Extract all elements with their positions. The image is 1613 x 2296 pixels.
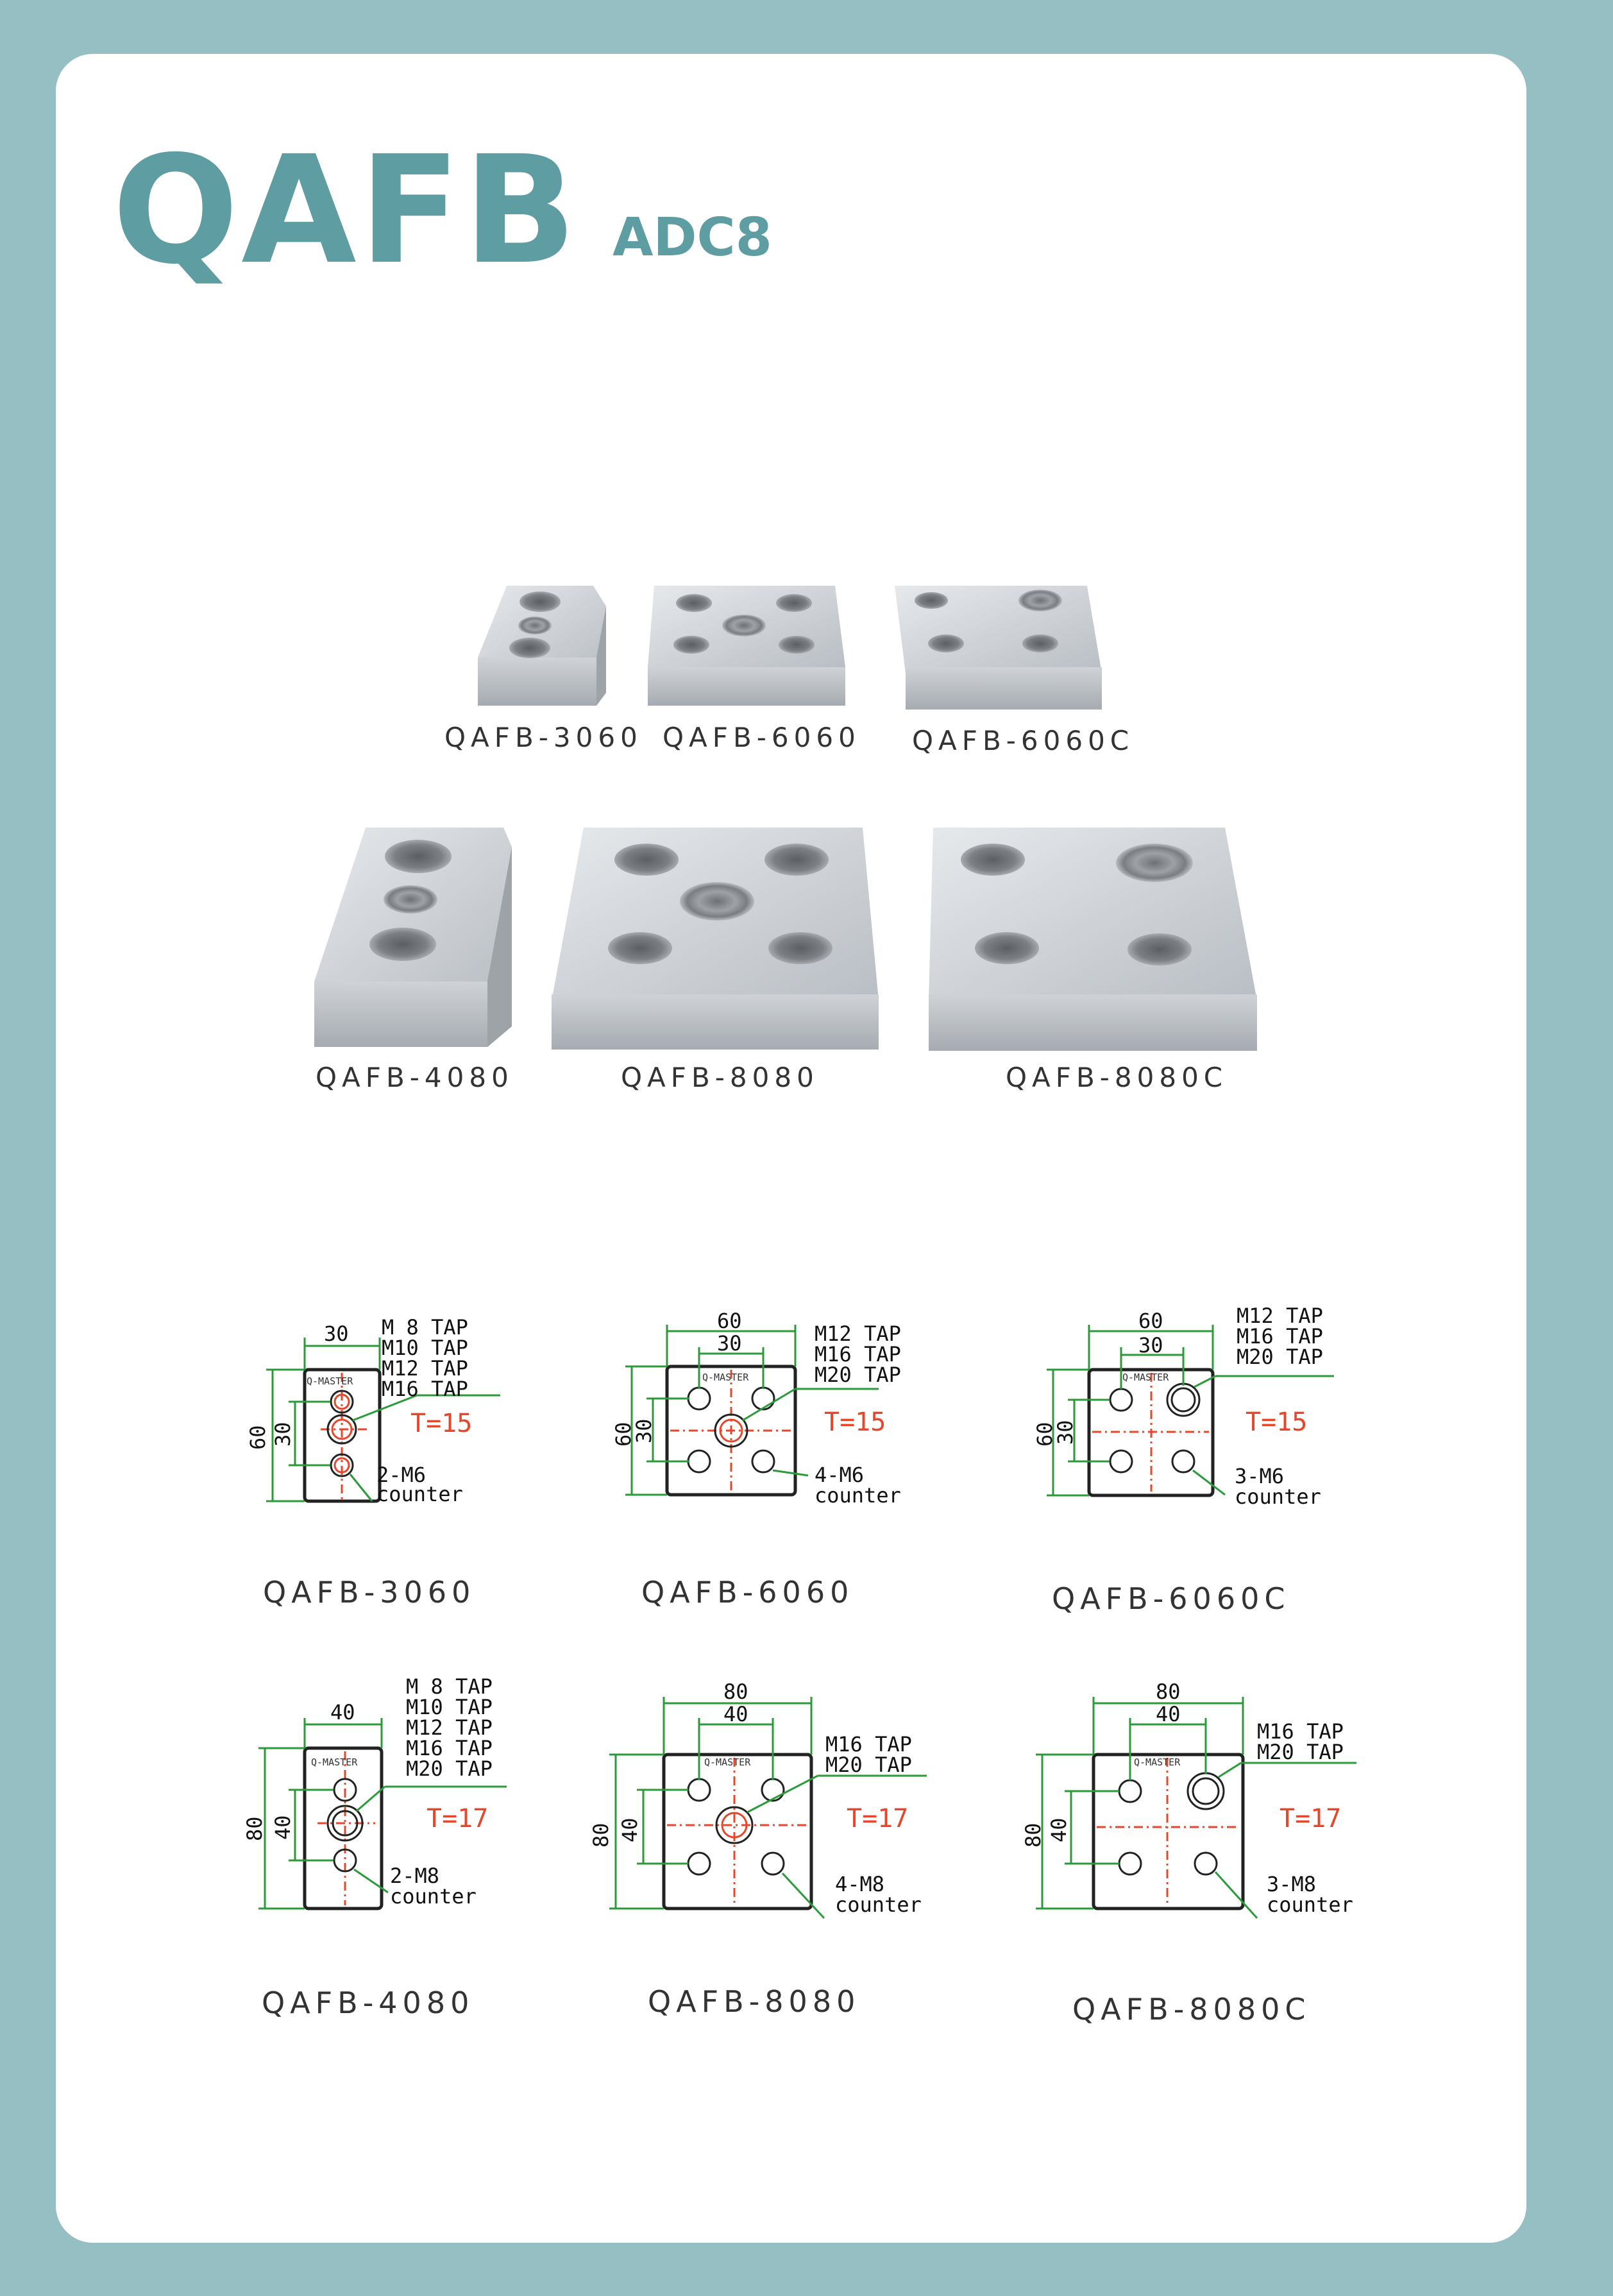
tap-label: M16 TAP	[825, 1732, 912, 1756]
thickness-label: T=17	[426, 1804, 488, 1833]
drawing-label-qafb-4080: QAFB-4080	[262, 1986, 475, 2020]
dim-height: 60	[1033, 1422, 1057, 1447]
photo-label-qafb-8080: QAFB-8080	[621, 1062, 819, 1093]
photo-label-qafb-4080: QAFB-4080	[316, 1062, 514, 1093]
tap-label: M20 TAP	[406, 1756, 493, 1781]
drawing-qafb-6060	[625, 1325, 879, 1497]
tap-label: M20 TAP	[825, 1753, 912, 1777]
tap-label: M10 TAP	[406, 1695, 493, 1719]
tap-label: M16 TAP	[382, 1377, 468, 1401]
drawing-qafb-4080	[258, 1718, 507, 1910]
tap-label: M16 TAP	[815, 1342, 901, 1366]
dim-inner: 30	[632, 1418, 656, 1443]
tap-label: M20 TAP	[815, 1363, 901, 1387]
counter-count: 4-M6	[815, 1463, 864, 1487]
dim-width: 30	[324, 1322, 349, 1346]
photo-label-qafb-6060c: QAFB-6060C	[912, 725, 1135, 756]
drawing-label-qafb-6060c: QAFB-6060C	[1052, 1581, 1290, 1616]
counter-word: counter	[1267, 1892, 1353, 1917]
drawing-label-qafb-8080: QAFB-8080	[648, 1984, 861, 2019]
thickness-label: T=15	[1246, 1407, 1307, 1437]
photo-qafb-3060	[478, 586, 606, 706]
counter-count: 2-M8	[390, 1864, 439, 1888]
tap-label: M12 TAP	[406, 1715, 493, 1740]
counter-word: counter	[390, 1884, 477, 1909]
brand-label: Q-MASTER	[702, 1372, 749, 1383]
dim-height: 60	[246, 1425, 270, 1450]
tap-label: M16 TAP	[1257, 1719, 1344, 1744]
thickness-label: T=17	[1279, 1804, 1341, 1833]
drawing-qafb-8080c	[1036, 1697, 1356, 1919]
tap-label: M16 TAP	[406, 1736, 493, 1760]
drawing-label-qafb-8080c: QAFB-8080C	[1072, 1992, 1311, 2027]
tap-label: M12 TAP	[382, 1356, 468, 1381]
tap-label: M20 TAP	[1257, 1740, 1344, 1764]
brand-label: Q-MASTER	[307, 1375, 353, 1387]
counter-word: counter	[815, 1483, 901, 1508]
counter-word: counter	[1235, 1484, 1321, 1509]
tap-label: M16 TAP	[1237, 1324, 1323, 1348]
tap-label: M20 TAP	[1237, 1345, 1323, 1369]
dim-inner: 30	[717, 1331, 742, 1356]
dim-inner: 30	[271, 1422, 295, 1447]
dim-width: 80	[1156, 1679, 1181, 1704]
photo-label-qafb-6060: QAFB-6060	[663, 722, 861, 753]
drawing-qafb-6060c	[1047, 1325, 1334, 1497]
dim-width: 40	[330, 1700, 355, 1724]
photo-qafb-6060c	[895, 586, 1102, 710]
dim-height: 80	[1021, 1823, 1045, 1848]
counter-count: 3-M6	[1235, 1464, 1284, 1488]
counter-word: counter	[835, 1892, 922, 1917]
thickness-label: T=15	[824, 1407, 886, 1437]
dim-width: 60	[717, 1309, 742, 1333]
brand-label: Q-MASTER	[1122, 1372, 1169, 1383]
photo-qafb-8080	[552, 828, 879, 1050]
dim-inner: 40	[1047, 1817, 1071, 1842]
drawing-qafb-3060	[266, 1338, 500, 1503]
counter-word: counter	[376, 1482, 463, 1506]
photo-qafb-6060	[648, 586, 845, 706]
photo-label-qafb-3060: QAFB-3060	[444, 722, 643, 753]
tap-label: M12 TAP	[1237, 1304, 1323, 1328]
tap-label: M 8 TAP	[382, 1315, 468, 1339]
dim-inner: 40	[618, 1817, 642, 1842]
drawing-label-qafb-3060: QAFB-3060	[263, 1575, 476, 1610]
tap-label: M12 TAP	[815, 1322, 901, 1346]
brand-label: Q-MASTER	[311, 1756, 358, 1768]
dim-width: 80	[723, 1679, 748, 1704]
thickness-label: T=17	[847, 1804, 908, 1833]
photo-qafb-8080c	[929, 828, 1257, 1051]
drawing-qafb-8080	[609, 1697, 927, 1919]
page-card	[56, 54, 1526, 2243]
counter-count: 4-M8	[835, 1872, 884, 1896]
dim-height: 80	[589, 1823, 613, 1848]
dim-inner: 40	[271, 1815, 295, 1840]
dim-height: 60	[611, 1422, 636, 1447]
dim-inner: 40	[1156, 1702, 1181, 1726]
dim-height: 80	[242, 1816, 267, 1841]
counter-count: 2-M6	[376, 1463, 426, 1487]
material-label: ADC8	[612, 207, 772, 268]
tap-label: M 8 TAP	[406, 1674, 493, 1699]
tap-label: M10 TAP	[382, 1336, 468, 1360]
brand-label: Q-MASTER	[1134, 1756, 1181, 1768]
brand-label: Q-MASTER	[704, 1756, 751, 1768]
drawing-label-qafb-6060: QAFB-6060	[641, 1575, 854, 1610]
photo-qafb-4080	[314, 828, 512, 1047]
counter-count: 3-M8	[1267, 1872, 1316, 1896]
page-title: QAFB	[112, 124, 580, 297]
photo-label-qafb-8080c: QAFB-8080C	[1006, 1062, 1228, 1093]
product-photos	[314, 586, 1257, 1051]
dim-inner: 30	[1138, 1333, 1163, 1357]
dim-inner: 30	[1053, 1420, 1077, 1445]
thickness-label: T=15	[410, 1409, 472, 1438]
dim-inner: 40	[723, 1702, 748, 1726]
dim-width: 60	[1138, 1309, 1163, 1333]
